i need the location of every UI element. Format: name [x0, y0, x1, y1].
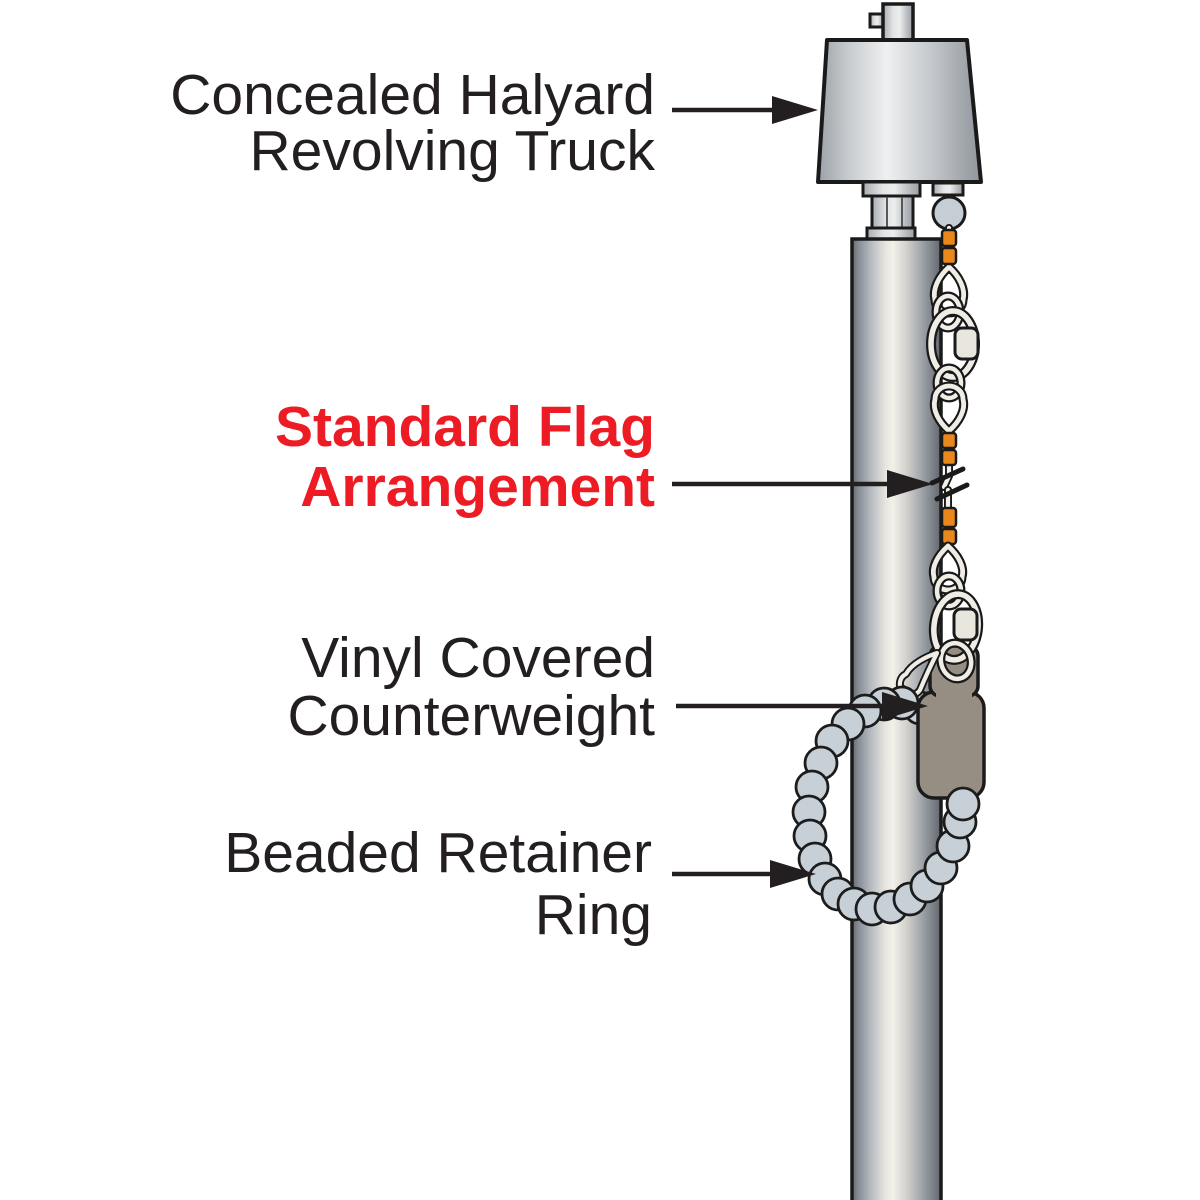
label-line: Ring	[534, 883, 652, 947]
quick-link-upper	[926, 306, 980, 382]
arrow-truck	[672, 96, 818, 124]
label-line: Counterweight	[287, 684, 655, 748]
wire-thimble-lower	[929, 381, 969, 436]
beaded-retainer-ring	[791, 685, 981, 927]
break-symbol	[929, 466, 970, 502]
label-line: Beaded Retainer	[224, 821, 652, 885]
quick-link-barrel	[953, 326, 980, 361]
halyard-exit-fitting	[931, 181, 965, 197]
truck-collar	[861, 180, 922, 198]
label-beaded-retainer-ring: Beaded Retainer Ring	[224, 822, 652, 946]
label-vinyl-covered-counterweight: Vinyl Covered Counterweight	[287, 629, 655, 745]
leader-arrows	[672, 96, 933, 888]
truck-spindle	[881, 2, 915, 43]
quick-link-lower	[928, 589, 984, 665]
label-line: Revolving Truck	[249, 119, 656, 183]
arrow-counterweight	[676, 692, 928, 720]
wire-thimble-counterweight	[928, 541, 968, 595]
truck-hex-fitting	[870, 194, 915, 231]
crimp-sleeves	[940, 228, 958, 546]
truck-cap	[816, 38, 983, 184]
arrow-beaded-ring	[672, 860, 816, 888]
quick-link-barrel	[952, 607, 979, 642]
label-line: Standard Flag	[274, 395, 655, 459]
arrow-flag-arrangement	[672, 470, 933, 498]
chain-link-final	[936, 638, 976, 684]
label-line: Arrangement	[300, 455, 655, 519]
label-concealed-halyard-revolving-truck: Concealed Halyard Revolving Truck	[170, 63, 656, 183]
label-standard-flag-arrangement: Standard Flag Arrangement	[275, 397, 655, 517]
revolving-truck	[816, 2, 983, 242]
label-line: Concealed Halyard	[170, 63, 655, 127]
chain-link	[932, 363, 966, 403]
label-line: Vinyl Covered	[301, 626, 655, 690]
